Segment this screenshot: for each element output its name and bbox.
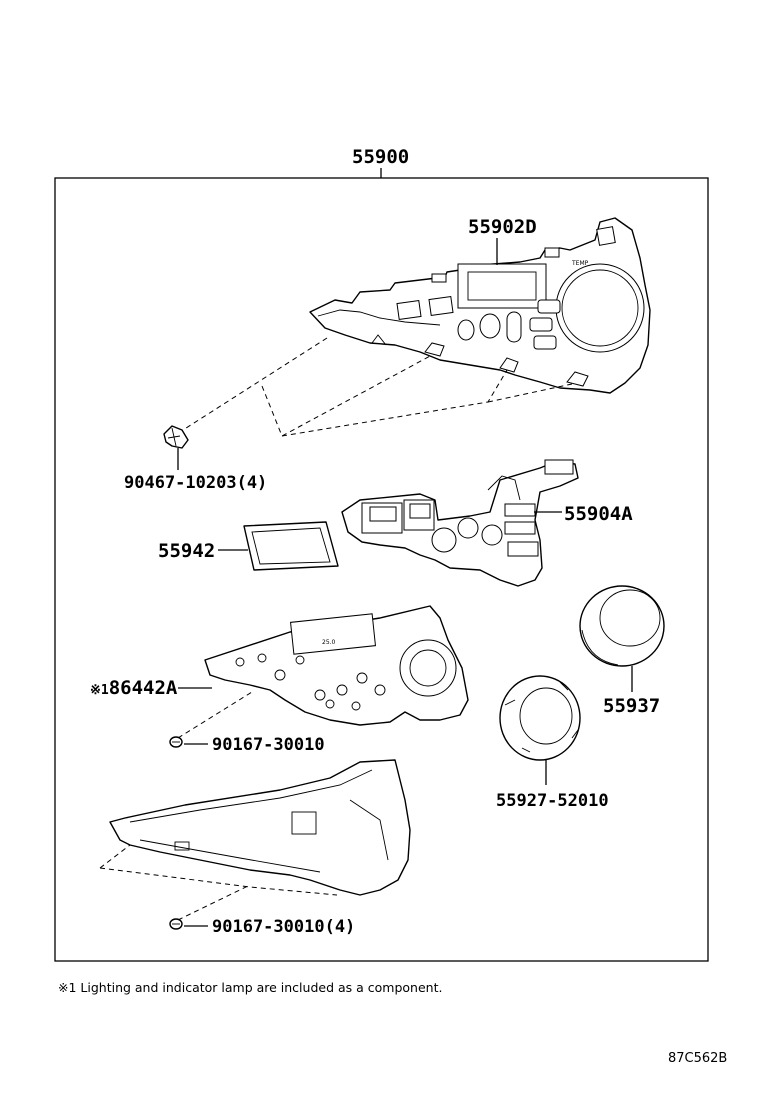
rear-dash-3 [99, 844, 131, 869]
label-knob-ring: 55927-52010 [496, 791, 609, 811]
display-film [243, 521, 339, 571]
drawing-code: 87C562B [668, 1051, 727, 1066]
label-knob: 55937 [603, 695, 660, 717]
assembly-frame [54, 177, 709, 962]
knob-ring [499, 675, 581, 761]
label-screw-top: 90167-30010 [212, 735, 325, 755]
screw-bottom [169, 918, 183, 930]
label-circuit-board: ※186442A [90, 677, 178, 699]
circuit-display-text: 25.0 [322, 639, 336, 646]
clip-dash-2 [261, 354, 433, 437]
label-panel: 55902D [468, 216, 537, 238]
clip-dash-3 [281, 369, 508, 437]
rear-case [109, 759, 411, 896]
label-film: 55942 [158, 540, 215, 562]
label-switch-board: 55904A [564, 503, 633, 525]
clip-dash-4 [487, 383, 573, 403]
circuit-board: 25.0 [204, 605, 469, 726]
front-panel: TEMP [309, 217, 651, 394]
rear-dash-2 [177, 884, 251, 921]
rear-dash-1 [99, 867, 338, 896]
screw-top-dash [177, 691, 253, 739]
label-screw-bottom: 90167-30010(4) [212, 917, 355, 937]
label-clip: 90467-10203(4) [124, 473, 267, 493]
clip-part [163, 425, 189, 449]
footnote: ※1 Lighting and indicator lamp are inclu… [58, 980, 442, 995]
screw-top [169, 736, 183, 748]
circuit-board-number: 86442A [109, 677, 178, 699]
label-assembly: 55900 [352, 146, 409, 168]
clip-dash-1 [182, 337, 328, 431]
circuit-board-mark: ※1 [90, 683, 109, 698]
switch-board [341, 459, 579, 587]
panel-temp-text: TEMP [571, 260, 589, 267]
knob [579, 585, 665, 667]
